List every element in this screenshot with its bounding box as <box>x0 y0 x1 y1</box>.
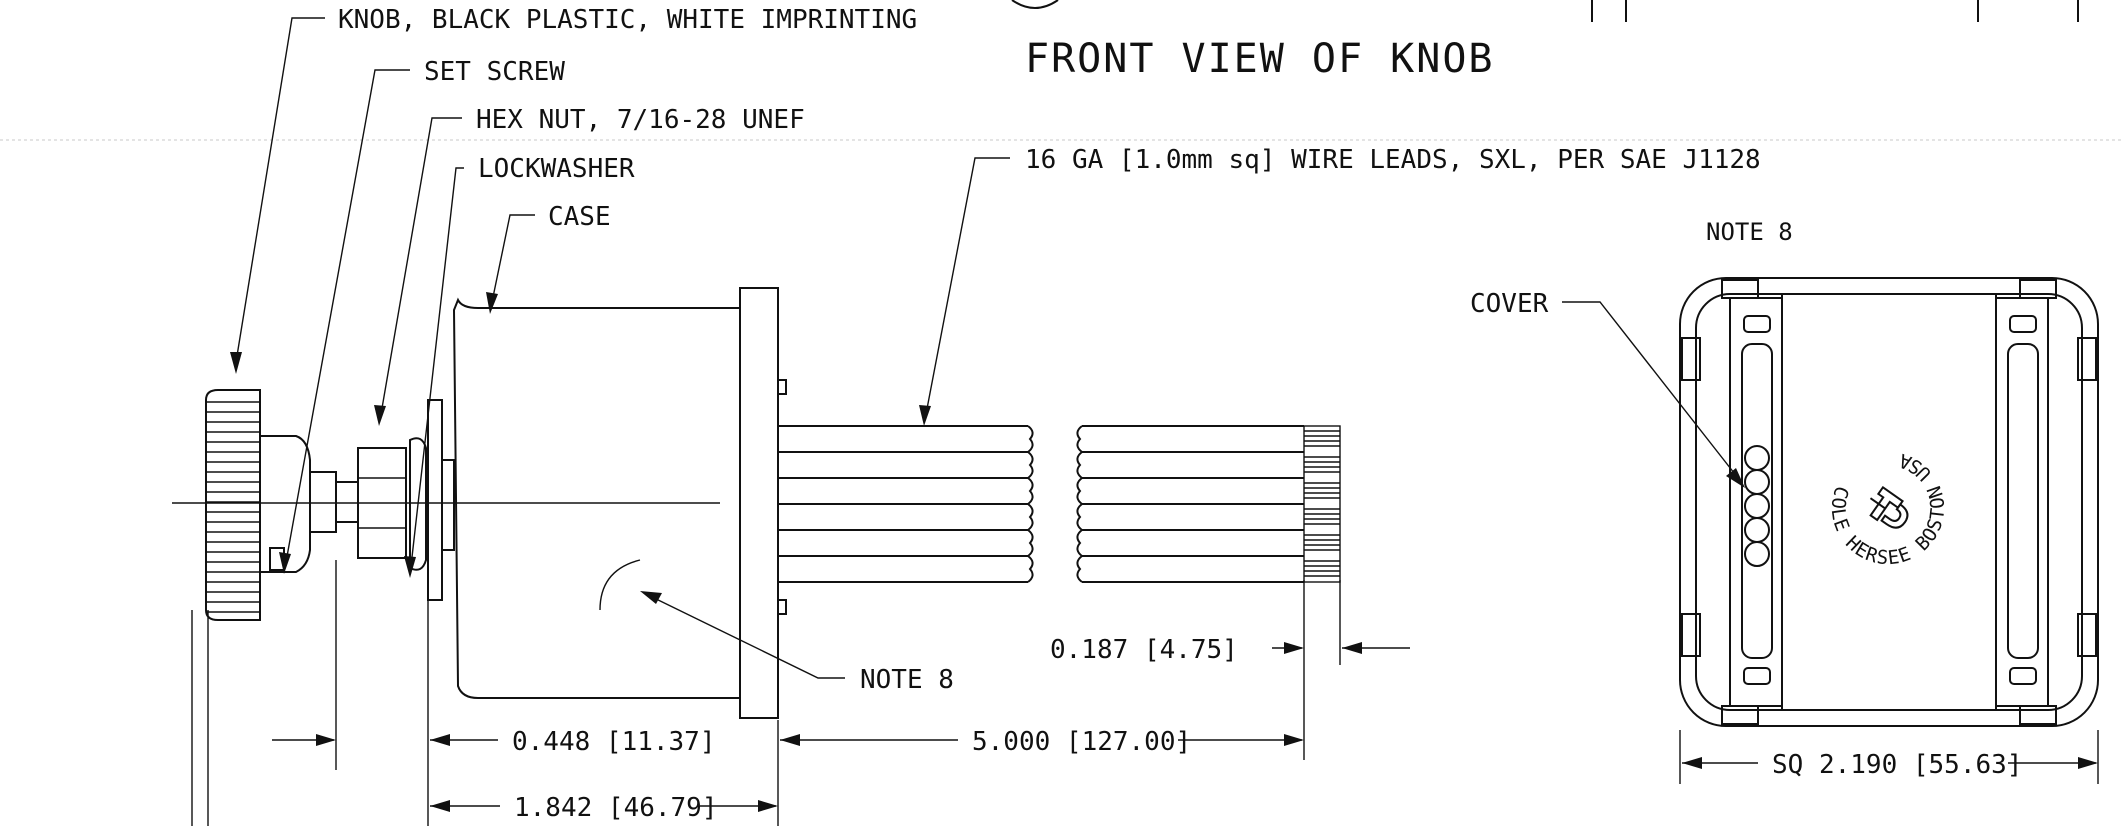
dim-0187: 0.187 [4.75] <box>1050 635 1410 665</box>
dim-0448-label: 0.448 [11.37] <box>512 727 716 757</box>
extension-lines <box>191 560 1341 826</box>
bushing <box>441 459 455 551</box>
brand-stamp: COLE HERSEE BOSTON USA <box>1804 423 1974 593</box>
dim-5000: 5.000 [127.00] <box>780 727 1304 757</box>
front-view-title: FRONT VIEW OF KNOB <box>1025 36 1494 82</box>
hex-nut-label: HEX NUT, 7/16-28 UNEF <box>476 105 805 135</box>
dim-5000-label: 5.000 [127.00] <box>972 727 1191 757</box>
knob-label: KNOB, BLACK PLASTIC, WHITE IMPRINTING <box>338 5 917 35</box>
dim-1842: 1.842 [46.79] <box>430 793 778 823</box>
wire-leads-label: 16 GA [1.0mm sq] WIRE LEADS, SXL, PER SA… <box>1025 145 1761 175</box>
cover-label-group: COVER <box>1470 289 1745 488</box>
knob-label-group: KNOB, BLACK PLASTIC, WHITE IMPRINTING <box>230 5 917 374</box>
back-view <box>1679 277 2099 727</box>
dim-sq: SQ 2.190 [55.63] <box>1679 730 2099 784</box>
hex-nut <box>357 447 407 559</box>
hex-nut-label-group: HEX NUT, 7/16-28 UNEF <box>374 105 805 426</box>
shaft <box>309 471 359 533</box>
dim-sq-label: SQ 2.190 [55.63] <box>1772 750 2022 780</box>
brand-logo-icon <box>1869 485 1909 529</box>
set-screw-label: SET SCREW <box>424 57 565 87</box>
dim-0448: 0.448 [11.37] <box>272 727 716 757</box>
dim-0187-label: 0.187 [4.75] <box>1050 635 1238 665</box>
case-label: CASE <box>548 202 611 232</box>
lockwasher-label: LOCKWASHER <box>478 154 635 184</box>
front-view-partial <box>1011 0 2079 22</box>
set-screw <box>269 547 285 571</box>
dim-1842-label: 1.842 [46.79] <box>514 793 718 823</box>
stripped-wire-ends <box>1303 425 1341 583</box>
svg-text:COLE HERSEE BOSTON USA: COLE HERSEE BOSTON USA <box>1804 423 1974 593</box>
flange-tab-top <box>777 379 787 395</box>
knob <box>205 389 311 621</box>
case-label-group: CASE <box>486 202 611 314</box>
brand-stamp-text: COLE HERSEE BOSTON USA <box>1804 423 1974 593</box>
case <box>452 297 741 699</box>
set-screw-label-group: SET SCREW <box>279 57 565 574</box>
flange-tab-bottom <box>777 599 787 615</box>
lockwasher-label-group: LOCKWASHER <box>404 154 635 578</box>
wire-leads-far <box>1076 425 1304 583</box>
wire-leads-label-group: 16 GA [1.0mm sq] WIRE LEADS, SXL, PER SA… <box>919 145 1761 426</box>
wire-leads-near <box>778 425 1034 583</box>
lockwasher <box>409 437 427 571</box>
cover-label: COVER <box>1470 289 1549 319</box>
note8-top-label: NOTE 8 <box>1706 218 1793 246</box>
note8-case-group: NOTE 8 <box>640 591 954 695</box>
note8-case-label: NOTE 8 <box>860 665 954 695</box>
flange <box>739 287 779 719</box>
mounting-plate <box>427 399 443 601</box>
